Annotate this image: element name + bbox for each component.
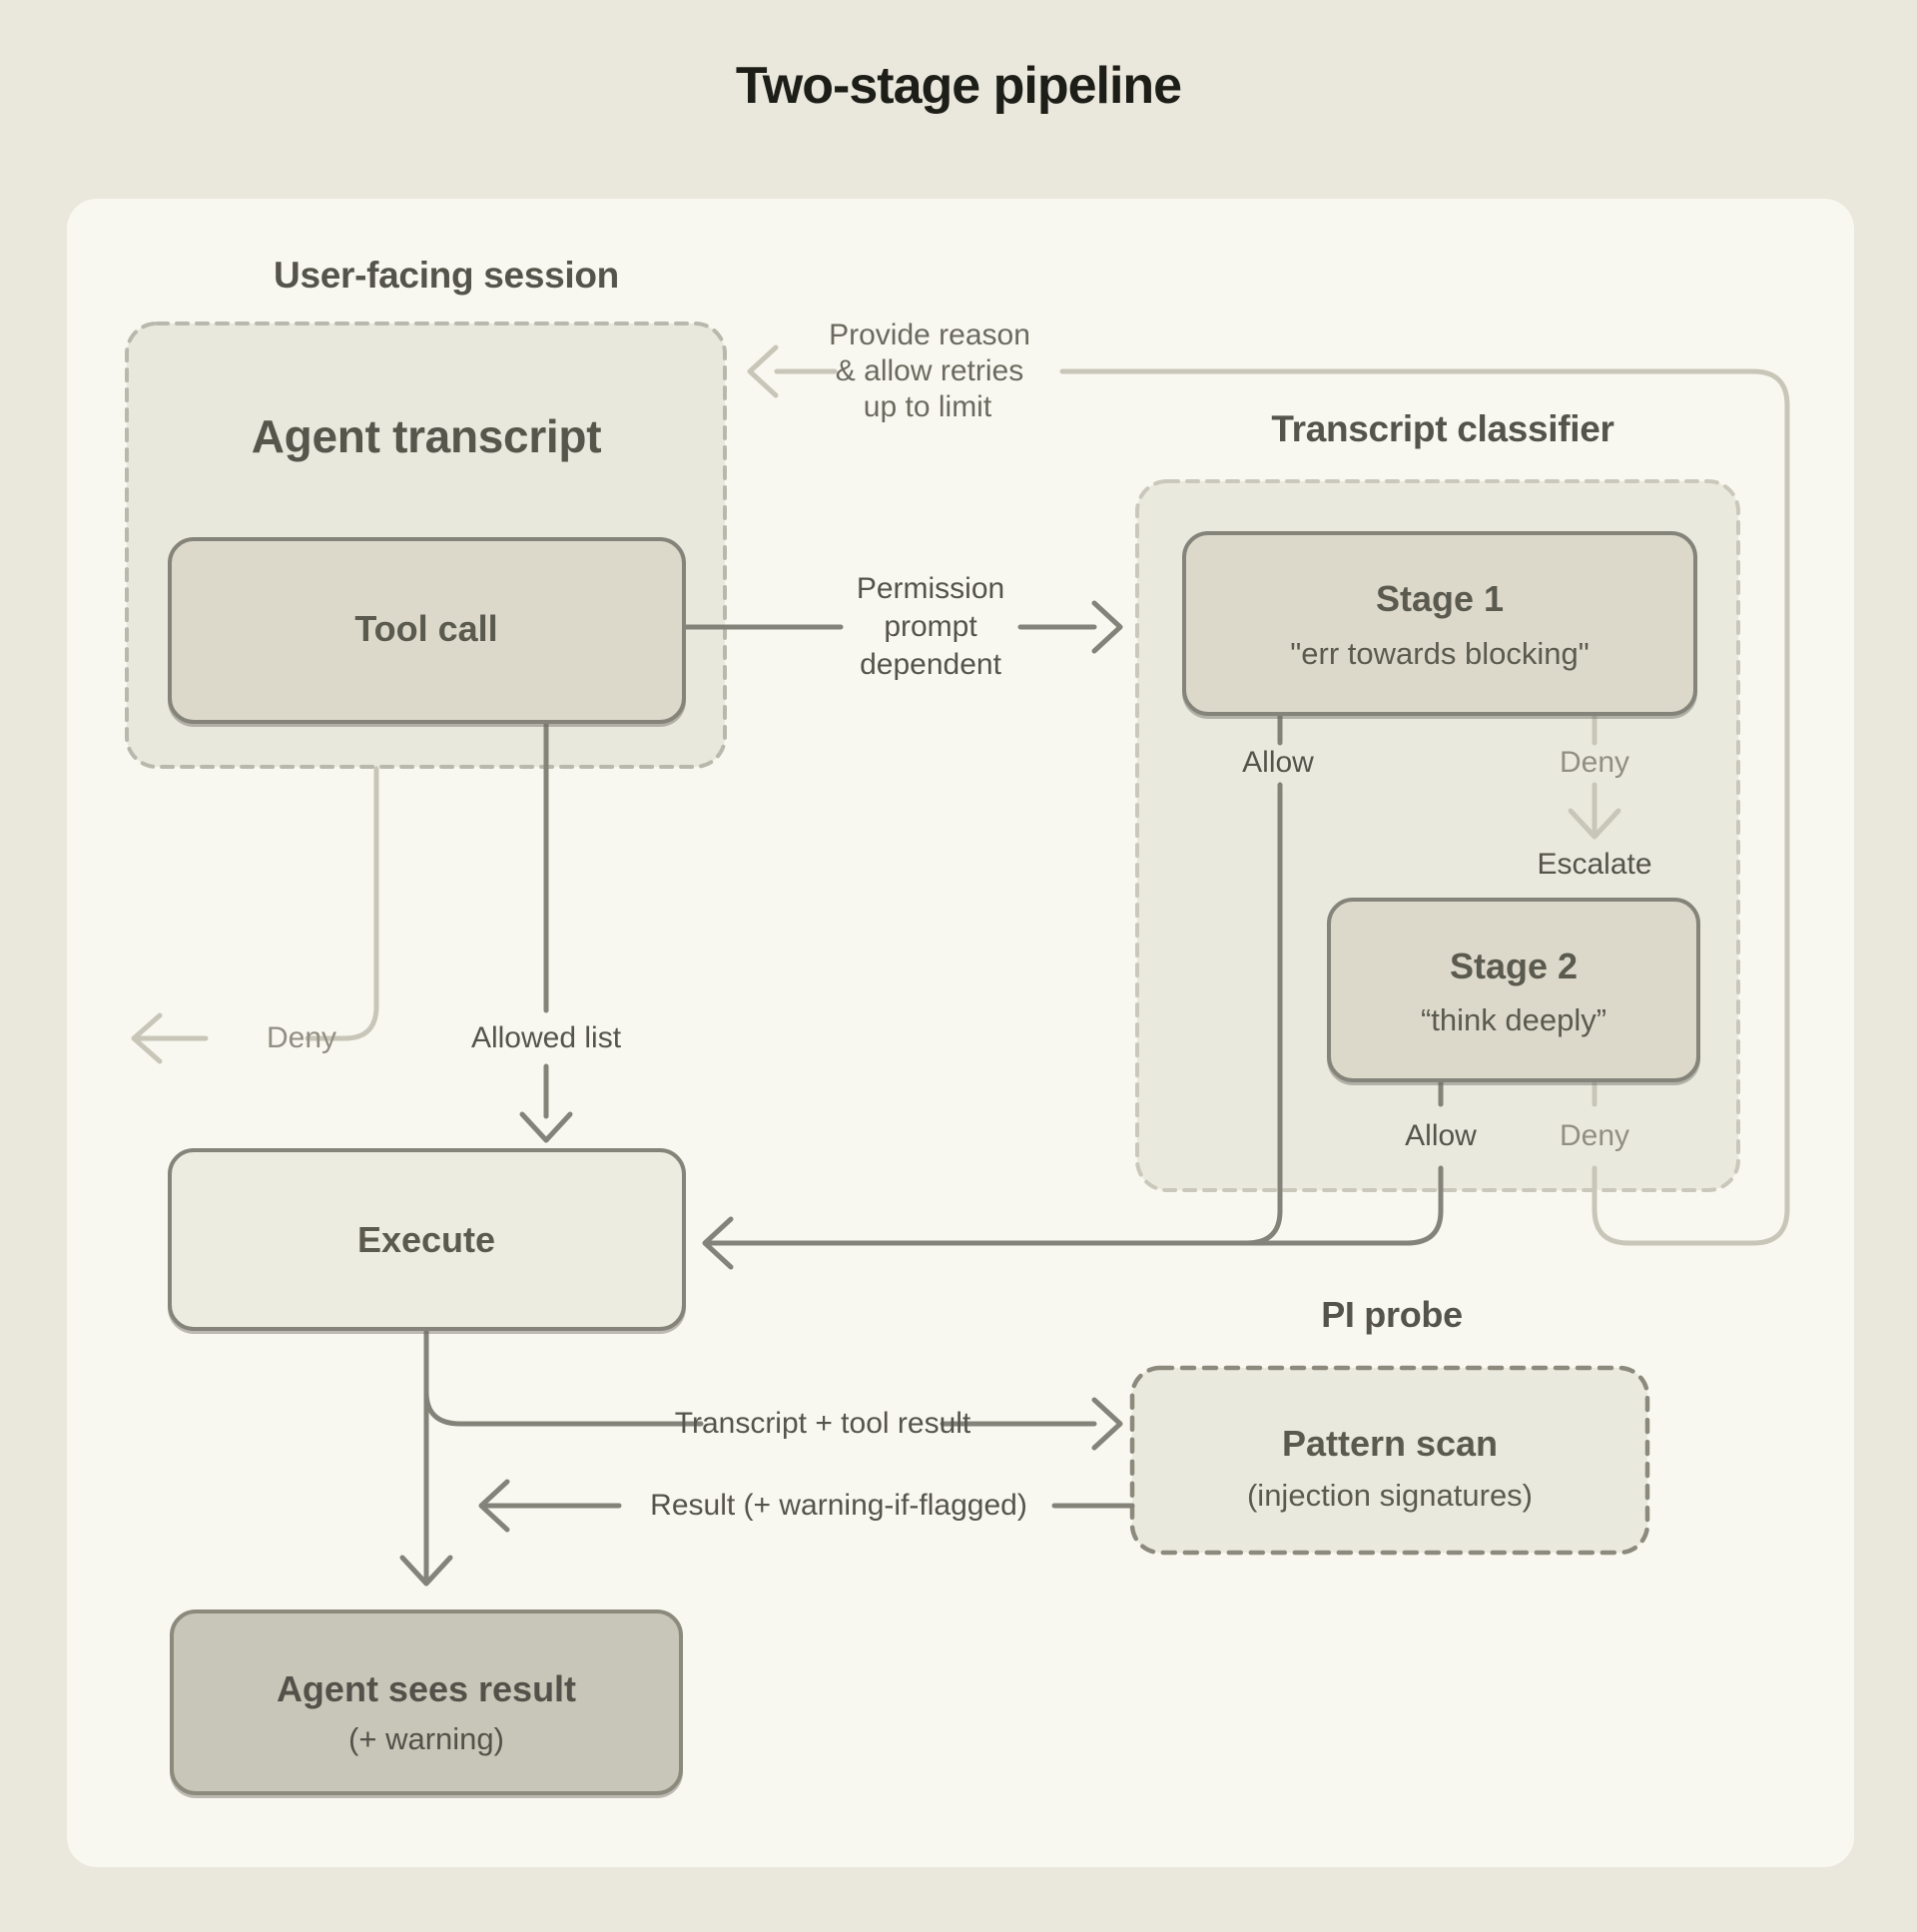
execute-label: Execute xyxy=(356,1219,496,1260)
stage1-deny-label: Deny xyxy=(1559,746,1630,779)
stage2-deny-retry-loop-arrow xyxy=(747,344,1790,1246)
agent-sees-result-subtitle: (+ warning) xyxy=(348,1721,504,1756)
stage1-allow-label: Allow xyxy=(1242,746,1314,779)
allow-merge-arrow xyxy=(702,713,1444,1270)
provide-reason-label-line3: up to limit xyxy=(863,390,992,423)
allowed-list-label: Allowed list xyxy=(470,1021,622,1054)
tool-call-node xyxy=(168,537,686,724)
stage1-node xyxy=(1182,531,1697,716)
permission-label-line1: Permission xyxy=(856,572,1005,605)
agent-transcript-heading: Agent transcript xyxy=(251,410,602,462)
provide-reason-label-line2: & allow retries xyxy=(835,354,1024,387)
deny-out-label: Deny xyxy=(266,1021,337,1054)
escalate-label: Escalate xyxy=(1537,848,1652,881)
classifier-dashed-border xyxy=(1135,479,1740,1192)
execute-to-result-arrow xyxy=(399,1328,453,1587)
allowed-list-arrow xyxy=(519,721,573,1143)
permission-label-line3: dependent xyxy=(860,648,1001,681)
stage2-subtitle: “think deeply” xyxy=(1420,1002,1607,1037)
permission-label-line2: prompt xyxy=(884,610,977,643)
pattern-scan-box xyxy=(1132,1368,1647,1553)
pattern-scan-dashed-border xyxy=(1129,1365,1650,1556)
stage2-deny-label: Deny xyxy=(1559,1119,1630,1152)
stage2-allow-label: Allow xyxy=(1405,1119,1477,1152)
transcript-classifier-label: Transcript classifier xyxy=(1271,408,1614,449)
transcript-tool-result-arrow xyxy=(423,1389,1123,1451)
transcript-tool-result-label: Transcript + tool result xyxy=(674,1407,971,1440)
result-warning-label: Result (+ warning-if-flagged) xyxy=(650,1489,1027,1522)
stage2-node xyxy=(1327,898,1700,1082)
pattern-scan-subtitle: (injection signatures) xyxy=(1246,1478,1534,1513)
user-facing-session-label: User-facing session xyxy=(274,255,619,296)
permission-prompt-arrow xyxy=(683,600,1123,654)
pi-probe-label: PI probe xyxy=(1321,1294,1463,1335)
stage1-title: Stage 1 xyxy=(1375,578,1505,619)
pattern-scan-title: Pattern scan xyxy=(1281,1423,1499,1464)
stage1-deny-escalate-arrow xyxy=(1568,713,1621,840)
result-warning-arrow xyxy=(478,1479,1135,1533)
stage2-title: Stage 2 xyxy=(1449,946,1579,986)
deny-out-arrow xyxy=(131,766,379,1064)
agent-sees-result-node xyxy=(170,1610,683,1795)
agent-sees-result-title: Agent sees result xyxy=(276,1668,577,1709)
provide-reason-label-line1: Provide reason xyxy=(829,319,1030,351)
tool-call-label: Tool call xyxy=(354,608,498,649)
execute-node xyxy=(168,1148,686,1331)
user-facing-dashed-border xyxy=(125,322,727,769)
stage1-subtitle: "err towards blocking" xyxy=(1290,636,1590,671)
page-title: Two-stage pipeline xyxy=(735,57,1182,115)
